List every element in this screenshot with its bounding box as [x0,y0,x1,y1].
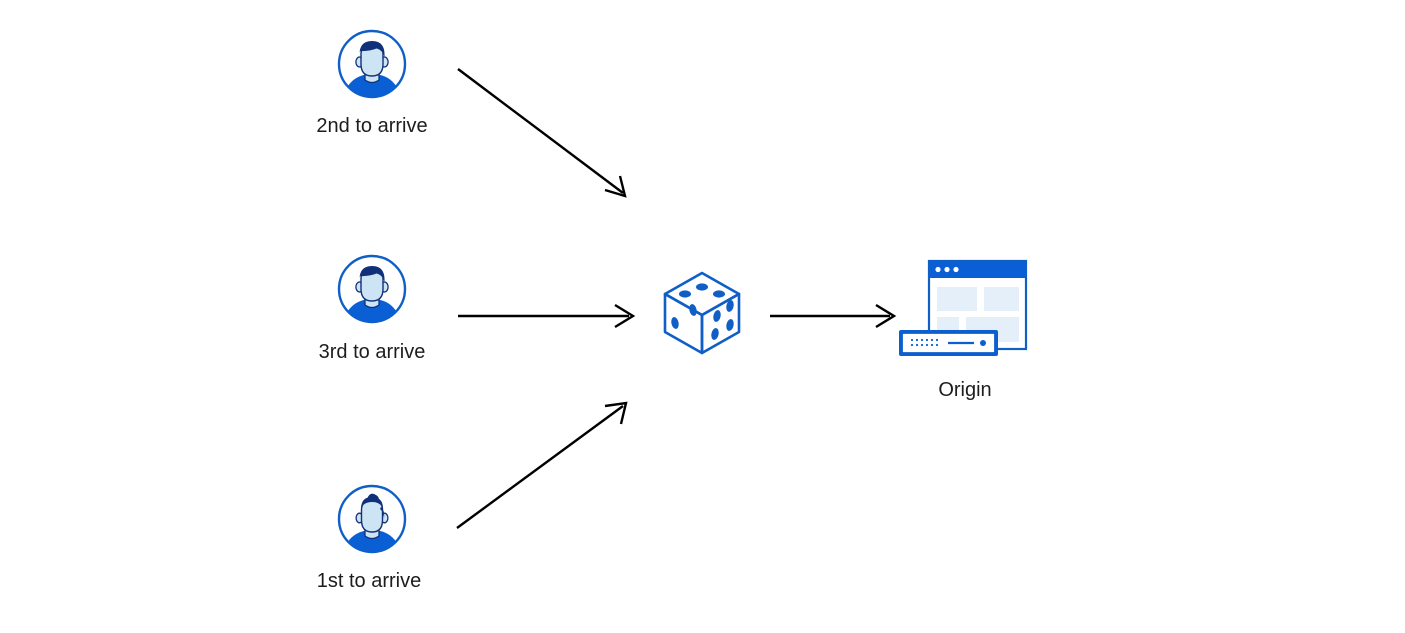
connector-first-to-dice [456,401,628,529]
node-label-visitor-third: 3rd to arrive [318,341,426,363]
dice-icon [660,270,744,362]
connector-third-to-dice [458,303,636,329]
node-label-visitor-first: 1st to arrive [316,570,422,592]
user-avatar-icon [336,253,408,325]
origin-server-icon [896,258,1036,363]
server-device-icon [899,330,998,356]
user-avatar-icon [336,483,408,555]
user-avatar-icon [336,28,408,100]
connector-dice-to-origin [770,303,897,329]
node-label-visitor-second: 2nd to arrive [316,115,428,137]
node-label-origin-server: Origin [938,379,992,401]
